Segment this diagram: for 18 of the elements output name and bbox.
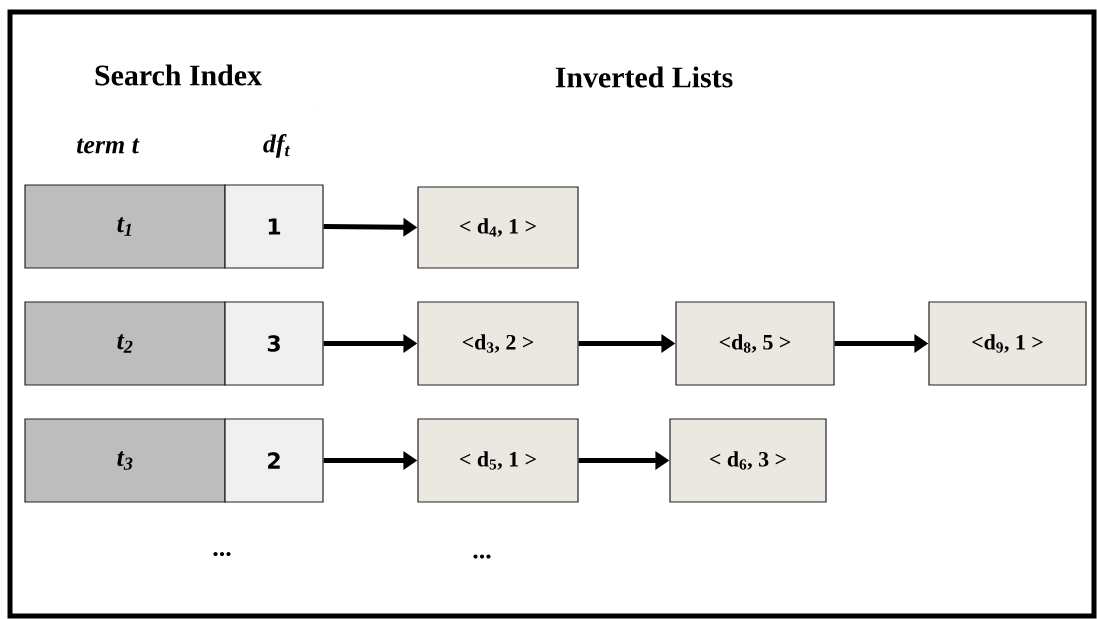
ellipsis: ... [387, 515, 577, 598]
column-header: df$_{t}$ [214, 111, 339, 181]
heading: Search Index [37, 41, 319, 109]
column-header: term t [39, 111, 176, 181]
heading: Inverted Lists [497, 43, 791, 111]
frequency-cell: 3 [224, 301, 324, 386]
posting-box: < d$_{4}$, 1 > [417, 186, 579, 269]
term-cell: t$_{1}$ [24, 184, 226, 269]
term-cell: t$_{3}$ [24, 418, 226, 503]
term-cell: t$_{2}$ [24, 301, 226, 386]
posting-box: < d$_{6}$, 3 > [669, 418, 827, 503]
posting-box: <d$_{9}$, 1 > [928, 301, 1087, 386]
ellipsis: ... [127, 512, 317, 596]
posting-box: <d$_{3}$, 2 > [417, 301, 579, 386]
frequency-cell: 1 [224, 184, 324, 269]
frequency-cell: 2 [224, 418, 324, 503]
posting-box: < d$_{5}$, 1 > [417, 418, 579, 503]
posting-box: <d$_{8}$, 5 > [675, 301, 835, 386]
